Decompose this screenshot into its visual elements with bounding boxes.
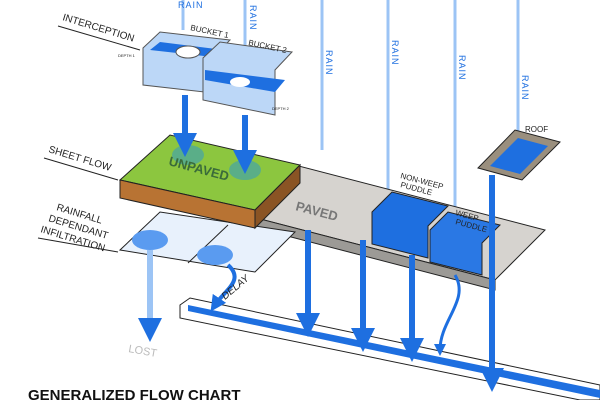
rain-label: RAIN: [324, 50, 334, 76]
weep-puddle: [429, 211, 501, 276]
interception-label: INTERCEPTION: [61, 12, 135, 44]
roof: ROOF: [477, 125, 561, 181]
rain-streams: [181, 0, 520, 230]
depth2-label: DEPTH 2: [272, 106, 290, 111]
buckets: BUCKET 1 BUCKET 2 DEPTH 1 DEPTH 2: [118, 23, 294, 116]
lost-label: LOST: [127, 343, 158, 360]
flow-arrows: [138, 95, 504, 392]
non-weep-puddle: [371, 191, 449, 259]
rain-label: RAIN: [390, 40, 400, 66]
roof-label: ROOF: [525, 125, 548, 134]
depth1-label: DEPTH 1: [118, 53, 136, 58]
rain-labels: RAIN RAIN RAIN RAIN RAIN RAIN: [178, 0, 530, 101]
sheet-flow-label: SHEET FLOW: [47, 144, 113, 174]
rain-label: RAIN: [248, 5, 258, 31]
diagram-title: GENERALIZED FLOW CHART: [28, 387, 240, 400]
drainage-channel: [179, 297, 600, 400]
rain-label: RAIN: [178, 0, 204, 10]
rain-label: RAIN: [457, 55, 467, 81]
rain-label: RAIN: [520, 75, 530, 101]
